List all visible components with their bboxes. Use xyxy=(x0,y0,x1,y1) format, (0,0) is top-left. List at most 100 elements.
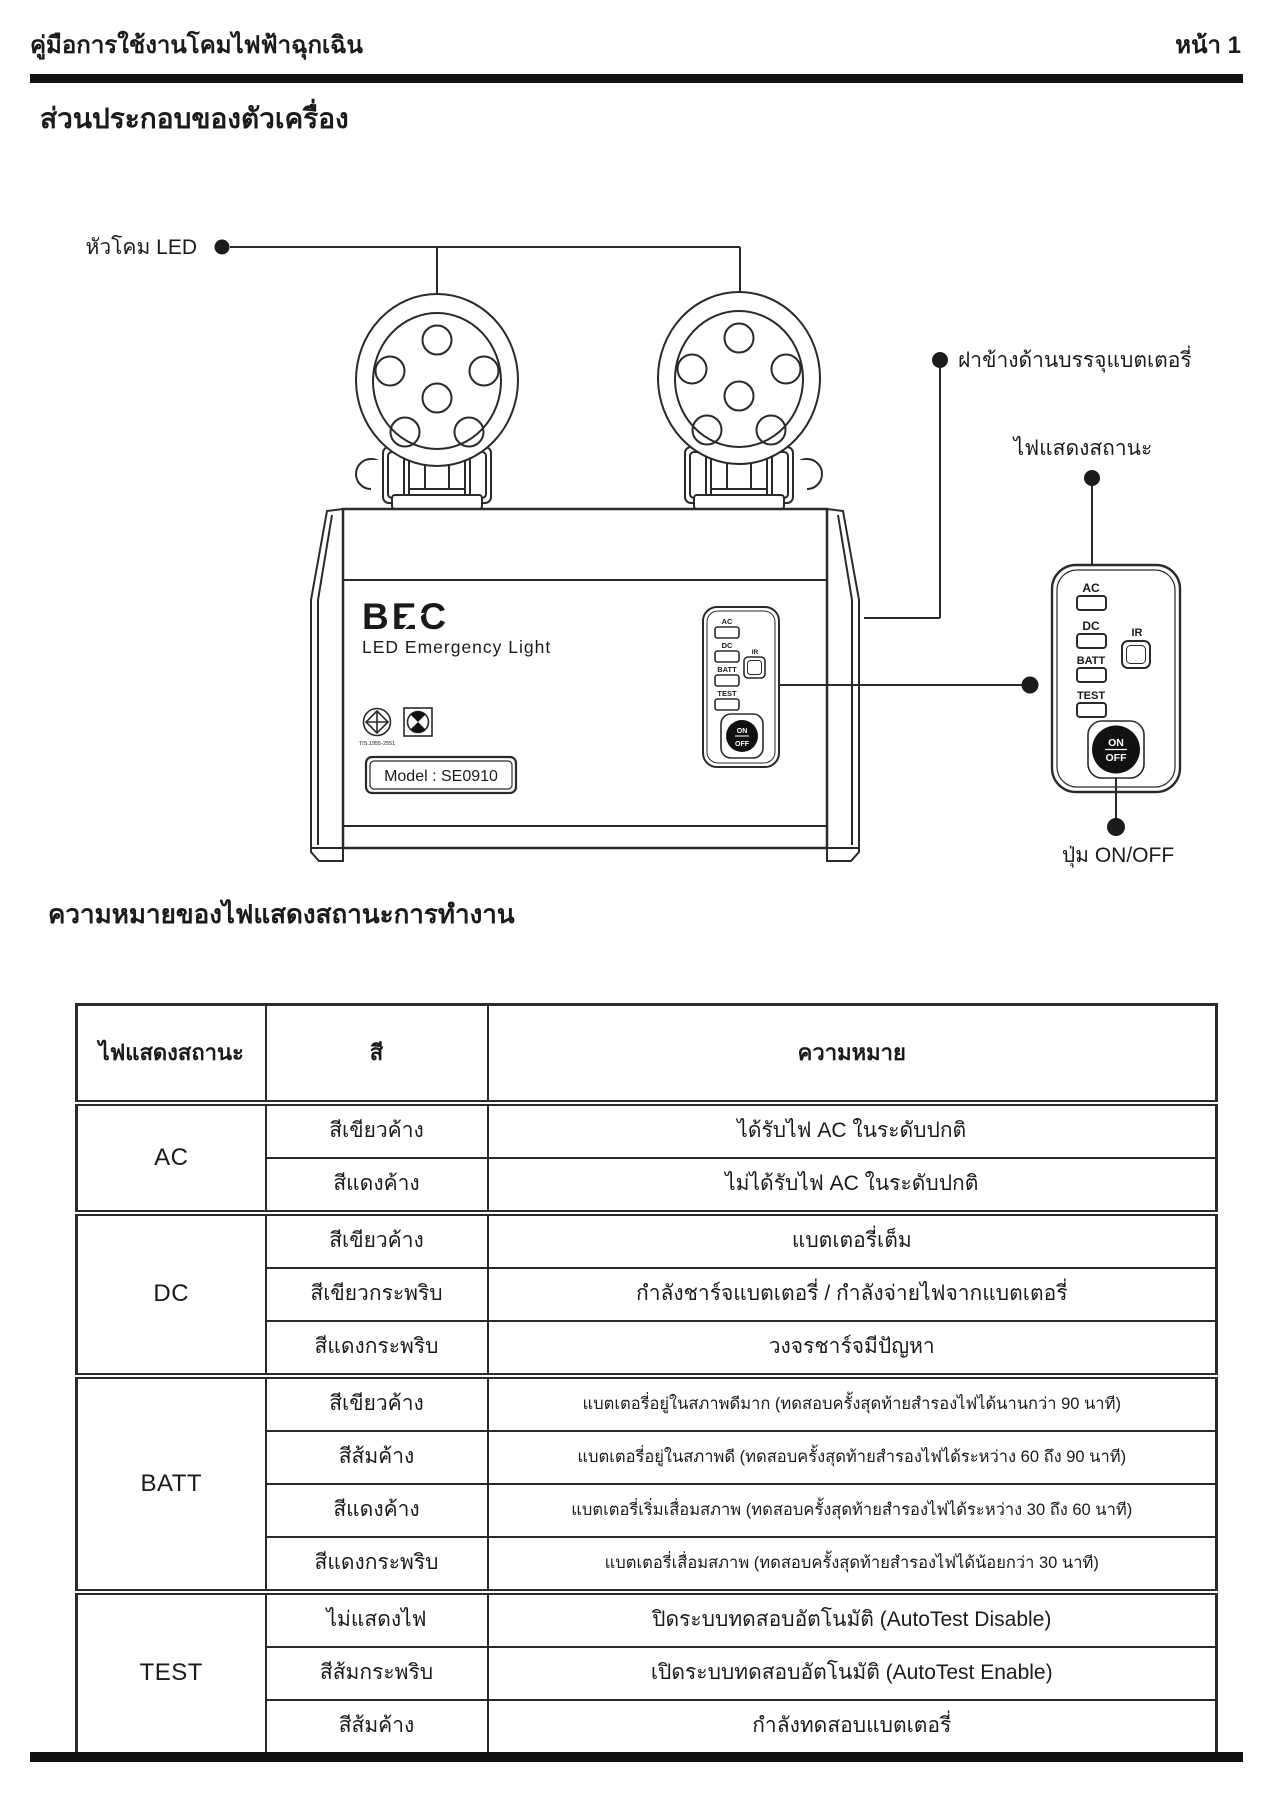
body-indicator-panel: AC DC IR BATT TEST ON OFF xyxy=(702,606,780,768)
meaning-cell: กำลังชาร์จแบตเตอรี่ / กำลังจ่ายไฟจากแบตเ… xyxy=(486,1267,1218,1322)
meaning-cell: แบตเตอรี่เต็ม xyxy=(486,1210,1218,1269)
table-row: AC สีเขียวค้าง ได้รับไฟ AC ในระดับปกติ xyxy=(75,1100,1218,1214)
battery-cover-callout-label: ฝาข้างด้านบรรจุแบตเตอรี่ xyxy=(958,345,1192,373)
body-ir-label: IR xyxy=(752,649,759,656)
status-meaning-table: ไฟแสดงสถานะ สี ความหมาย AC สีเขียวค้าง ไ… xyxy=(75,1003,1218,1755)
meaning-cell: ได้รับไฟ AC ในระดับปกติ xyxy=(486,1100,1218,1159)
table-row: สีแดงกระพริบ วงจรชาร์จมีปัญหา xyxy=(77,1320,1218,1377)
color-cell: สีแดงกระพริบ xyxy=(264,1320,489,1377)
svg-text:ON: ON xyxy=(737,728,748,735)
page-number: หน้า 1 xyxy=(1175,32,1241,59)
table-row: สีแดงค้าง แบตเตอรี่เริ่มเสื่อมสภาพ (ทดสอ… xyxy=(77,1483,1218,1538)
section-title-components: ส่วนประกอบของตัวเครื่อง xyxy=(40,103,349,134)
panel-ac-label: AC xyxy=(1082,581,1100,595)
led-lamp-head-right xyxy=(657,291,821,465)
meaning-cell: แบตเตอรี่เริ่มเสื่อมสภาพ (ทดสอบครั้งสุดท… xyxy=(486,1483,1218,1538)
indicator-dc: DC xyxy=(75,1210,267,1377)
status-lights-callout xyxy=(1084,470,1100,578)
svg-text:OFF: OFF xyxy=(1106,752,1128,764)
body-ac-led xyxy=(714,626,740,639)
status-lights-callout-label: ไฟแสดงสถานะ xyxy=(1012,436,1153,460)
checker-certification-icon xyxy=(403,707,433,737)
table-row: TEST ไม่แสดงไฟ ปิดระบบทดสอบอัตโนมัติ (Au… xyxy=(75,1589,1218,1755)
battery-cover-callout xyxy=(864,352,948,619)
body-batt-label: BATT xyxy=(717,665,737,674)
table-row: สีส้มค้าง แบตเตอรี่อยู่ในสภาพดี (ทดสอบคร… xyxy=(77,1430,1218,1485)
table-row: สีส้มค้าง กำลังทดสอบแบตเตอรี่ xyxy=(77,1699,1218,1755)
panel-dc-led xyxy=(1076,633,1107,649)
model-number-text: Model : SE0910 xyxy=(384,768,498,785)
meaning-cell: วงจรชาร์จมีปัญหา xyxy=(486,1320,1218,1377)
led-head-callout-dot xyxy=(214,239,230,255)
tis-number-text: TIS.1955-2551 xyxy=(359,741,395,747)
meaning-cell: แบตเตอรี่อยู่ในสภาพดีมาก (ทดสอบครั้งสุดท… xyxy=(486,1373,1218,1432)
color-cell: สีแดงกระพริบ xyxy=(264,1536,489,1593)
enlarged-indicator-panel: AC DC IR BATT TEST ON OFF xyxy=(1050,563,1182,794)
table-row: สีแดงค้าง ไม่ได้รับไฟ AC ในระดับปกติ xyxy=(77,1157,1218,1214)
col-header-color: สี xyxy=(264,1003,489,1106)
color-cell: สีส้มกระพริบ xyxy=(264,1646,489,1701)
device-diagram: BEC LED Emergency Light TIS.1955-2551 xyxy=(86,235,1192,868)
meaning-cell: ไม่ได้รับไฟ AC ในระดับปกติ xyxy=(486,1157,1218,1214)
panel-batt-label: BATT xyxy=(1077,655,1106,667)
body-ac-label: AC xyxy=(722,617,733,626)
color-cell: สีแดงค้าง xyxy=(264,1157,489,1214)
onoff-callout-label: ปุ่ม ON/OFF xyxy=(1062,844,1174,868)
table-row: DC สีเขียวค้าง แบตเตอรี่เต็ม xyxy=(75,1210,1218,1377)
header-rule xyxy=(30,74,1243,83)
color-cell: ไม่แสดงไฟ xyxy=(264,1589,489,1648)
panel-dc-label: DC xyxy=(1082,619,1100,633)
led-head-callout-label: หัวโคม LED xyxy=(86,235,198,259)
tis-certification-icon xyxy=(362,707,392,737)
indicator-batt: BATT xyxy=(75,1373,267,1593)
panel-batt-led xyxy=(1076,667,1107,683)
table-header-row: ไฟแสดงสถานะ สี ความหมาย xyxy=(75,1003,1218,1106)
body-test-label: TEST xyxy=(717,689,737,698)
color-cell: สีส้มค้าง xyxy=(264,1430,489,1485)
brand-logo-text: BEC xyxy=(362,596,449,637)
panel-ir-label: IR xyxy=(1132,627,1143,639)
col-header-meaning: ความหมาย xyxy=(486,1003,1218,1106)
col-header-indicator: ไฟแสดงสถานะ xyxy=(75,1003,267,1106)
page-header-title: คู่มือการใช้งานโคมไฟฟ้าฉุกเฉิน xyxy=(30,32,363,59)
table-row: BATT สีเขียวค้าง แบตเตอรี่อยู่ในสภาพดีมา… xyxy=(75,1373,1218,1593)
indicator-ac: AC xyxy=(75,1100,267,1214)
meaning-cell: แบตเตอรี่อยู่ในสภาพดี (ทดสอบครั้งสุดท้าย… xyxy=(486,1430,1218,1485)
onoff-callout xyxy=(1107,778,1125,836)
body-onoff-button: ON OFF xyxy=(720,713,764,759)
panel-ac-led xyxy=(1076,595,1107,611)
model-plate: Model : SE0910 xyxy=(364,755,518,795)
footer-rule xyxy=(30,1752,1243,1762)
meaning-cell: แบตเตอรี่เสื่อมสภาพ (ทดสอบครั้งสุดท้ายสำ… xyxy=(486,1536,1218,1593)
color-cell: สีเขียวค้าง xyxy=(264,1100,489,1159)
svg-text:OFF: OFF xyxy=(735,741,750,748)
panel-test-label: TEST xyxy=(1077,690,1105,702)
body-test-led xyxy=(714,698,740,711)
meaning-cell: กำลังทดสอบแบตเตอรี่ xyxy=(486,1699,1218,1755)
panel-test-led xyxy=(1076,702,1107,718)
meaning-cell: ปิดระบบทดสอบอัตโนมัติ (AutoTest Disable) xyxy=(486,1589,1218,1648)
table-row: สีเขียวกระพริบ กำลังชาร์จแบตเตอรี่ / กำล… xyxy=(77,1267,1218,1322)
body-dc-label: DC xyxy=(722,641,733,650)
table-title: ความหมายของไฟแสดงสถานะการทำงาน xyxy=(48,899,515,929)
panel-connector-dot xyxy=(1021,676,1039,694)
panel-ir-sensor xyxy=(1121,640,1151,669)
body-ir-sensor xyxy=(743,656,766,679)
indicator-test: TEST xyxy=(75,1589,267,1755)
panel-onoff-button: ON OFF xyxy=(1087,720,1145,779)
device-side-flaps xyxy=(310,507,860,862)
body-batt-led xyxy=(714,674,740,687)
table-row: สีส้มกระพริบ เปิดระบบทดสอบอัตโนมัติ (Aut… xyxy=(77,1646,1218,1701)
meaning-cell: เปิดระบบทดสอบอัตโนมัติ (AutoTest Enable) xyxy=(486,1646,1218,1701)
color-cell: สีเขียวค้าง xyxy=(264,1373,489,1432)
brand-logo: BEC xyxy=(362,596,449,637)
color-cell: สีเขียวค้าง xyxy=(264,1210,489,1269)
color-cell: สีเขียวกระพริบ xyxy=(264,1267,489,1322)
lamp-bracket-right xyxy=(684,442,823,510)
product-name-text: LED Emergency Light xyxy=(362,637,551,657)
svg-text:ON: ON xyxy=(1108,737,1124,749)
color-cell: สีแดงค้าง xyxy=(264,1483,489,1538)
lamp-bracket-left xyxy=(355,442,492,510)
table-row: สีแดงกระพริบ แบตเตอรี่เสื่อมสภาพ (ทดสอบค… xyxy=(77,1536,1218,1593)
